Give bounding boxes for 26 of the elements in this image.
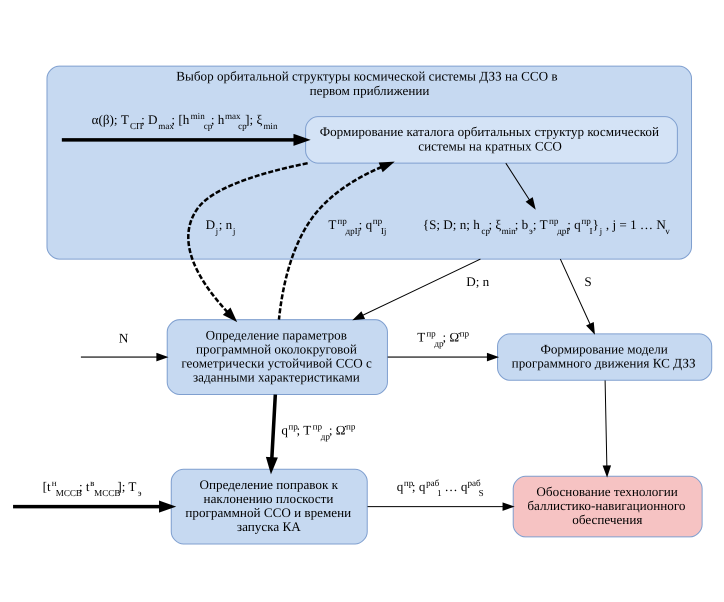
edge-label: D; n <box>466 274 490 289</box>
arrow <box>187 162 308 322</box>
arrow <box>266 394 278 474</box>
edge-label: T$^{пр}$$_{др}$; Ω̇$^{пр}$ <box>417 328 470 348</box>
node-box: Определение параметров программной околокруговой геометрически устойчивой ССО с заданными характеристиками <box>166 319 388 395</box>
arrow <box>602 380 612 478</box>
arrow <box>388 352 500 362</box>
arrow <box>505 162 536 210</box>
edge-label: [t$^{н}$$_{МССВ}$; t$^{в}$$_{МССВ}$]; T$_{э}$ <box>42 478 142 498</box>
node-box: Формирование модели программного движения КС ДЗЗ <box>497 333 712 381</box>
node-box: Обоснование технологии баллистико-навигационного обеспечения <box>512 476 703 538</box>
node-box: Определение поправок к наклонению плоскости программной ССО и времени запуска КА <box>170 468 368 544</box>
arrow <box>352 258 481 320</box>
edge-label: N <box>118 330 128 346</box>
edge-label: D$_{j}$; n$_{j}$ <box>206 217 236 236</box>
arrow <box>13 500 176 513</box>
node-box: Формирование каталога орбитальных структур космической системы на кратных ССО <box>305 116 678 164</box>
node-text: {S; D; n; h$_{ср}$; ξ$_{min}$; b$_{э}$; T$^{пр}$$_{дрI}$; q$^{пр}$$_{I}$}$_{j}$ , j = 1 … N$_{v}$ <box>422 216 670 236</box>
arrow <box>560 258 595 335</box>
edge-label: S <box>584 274 592 289</box>
arrow <box>368 502 515 511</box>
edge-label: α(β); T$_{СП}$; D$_{max}$; [h$^{min}$$_{ср}$; h$^{max}$$_{ср}$]; ξ$_{min}$ <box>92 111 278 132</box>
arrow <box>80 352 168 362</box>
edge-label: q$^{пр}$; T$^{пр}$$_{др}$; Ω̇$^{пр}$ <box>281 421 356 442</box>
arrow <box>62 134 311 146</box>
arrow <box>278 162 395 320</box>
